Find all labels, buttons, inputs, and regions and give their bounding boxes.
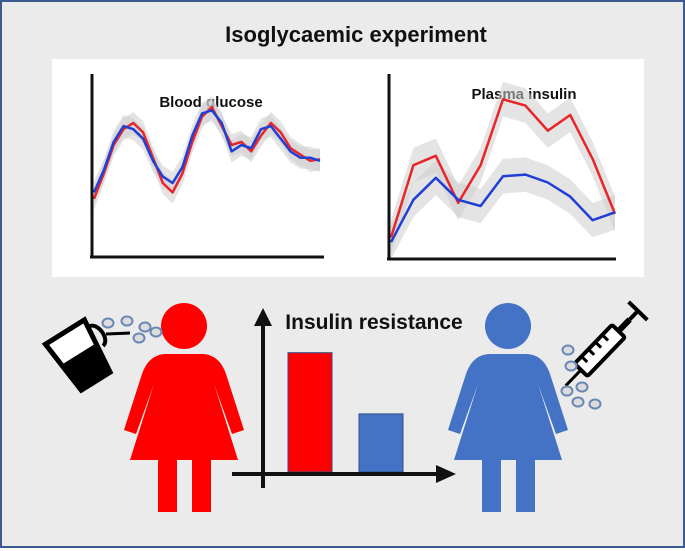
oral-glucose-droplets-icon	[101, 315, 163, 344]
blood-glucose-series-line-1	[92, 109, 321, 193]
x-axis-arrowhead	[436, 465, 456, 483]
drinking-straw-icon	[105, 331, 131, 336]
red-woman-icon	[124, 303, 244, 512]
blue-woman-icon	[448, 303, 568, 512]
insulin-resistance-bar-1	[358, 413, 404, 473]
insulin-resistance-bar-0	[287, 352, 333, 473]
syringe-icon	[564, 300, 649, 387]
y-axis-arrowhead	[254, 308, 272, 326]
insulin-resistance-title: Insulin resistance	[285, 311, 462, 334]
figure-title: Isoglycaemic experiment	[225, 22, 487, 47]
drink-glass-icon	[41, 316, 114, 394]
insulin-resistance-chart: Insulin resistance	[232, 308, 463, 488]
blood-glucose-chart: Blood glucose	[90, 74, 324, 259]
plasma-insulin-series-line-1	[389, 173, 616, 243]
iv-glucose-droplets-icon	[560, 344, 602, 410]
plasma-insulin-band-0	[391, 82, 615, 255]
plasma-insulin-band-1	[391, 157, 615, 260]
plasma-insulin-chart: Plasma insulin	[387, 74, 617, 261]
blood-glucose-band-1	[94, 99, 320, 204]
plasma-insulin-series-line-0	[389, 98, 617, 238]
